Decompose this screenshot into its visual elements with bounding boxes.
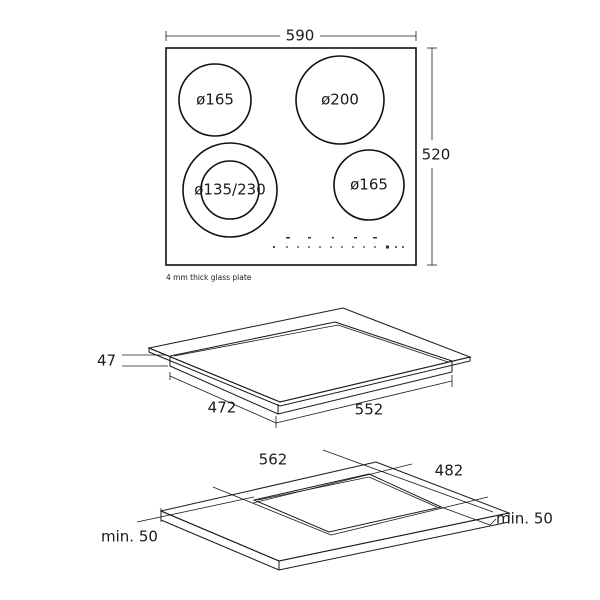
depth-label: 520 — [422, 146, 451, 164]
zone-label: ø165 — [350, 176, 388, 194]
side-view: 47 472 552 — [97, 307, 472, 428]
height-label: 47 — [97, 352, 116, 370]
touch-controls — [272, 237, 404, 249]
glass-thickness-note: 4 mm thick glass plate — [166, 273, 252, 282]
side-depth-label: 472 — [208, 399, 237, 417]
zone-label: ø135/230 — [194, 181, 266, 199]
cutout-depth-label: 482 — [435, 462, 464, 480]
zone-label: ø200 — [321, 91, 359, 109]
side-depth-dimension: 472 — [169, 372, 277, 428]
side-width-label: 552 — [355, 401, 384, 419]
depth-dimension: 520 — [422, 47, 451, 266]
cutout-depth-dimension: 482 — [252, 462, 489, 536]
zone-back-right: ø200 — [295, 55, 385, 145]
clearance-left-dimension: min. 50 — [101, 496, 255, 546]
side-width-dimension: 552 — [275, 375, 453, 424]
top-view: 590 520 ø165 ø200 ø135/230 ø165 — [165, 27, 451, 282]
cutout-view: 562 482 min. 50 min. 50 — [101, 449, 553, 571]
height-dimension: 47 — [97, 352, 168, 370]
clearance-right-label: min. 50 — [496, 510, 553, 528]
clearance-right-dimension: min. 50 — [440, 506, 553, 528]
cutout-width-dimension: 562 — [212, 449, 494, 536]
glass-plate — [165, 47, 417, 266]
zone-label: ø165 — [196, 91, 234, 109]
zone-front-right: ø165 — [333, 149, 405, 221]
cutout-width-label: 562 — [259, 451, 288, 469]
width-dimension: 590 — [165, 27, 417, 45]
zone-front-left: ø165 — [178, 63, 252, 137]
clearance-left-label: min. 50 — [101, 528, 158, 546]
width-label: 590 — [286, 27, 315, 45]
zone-dual-left: ø135/230 — [182, 142, 278, 238]
